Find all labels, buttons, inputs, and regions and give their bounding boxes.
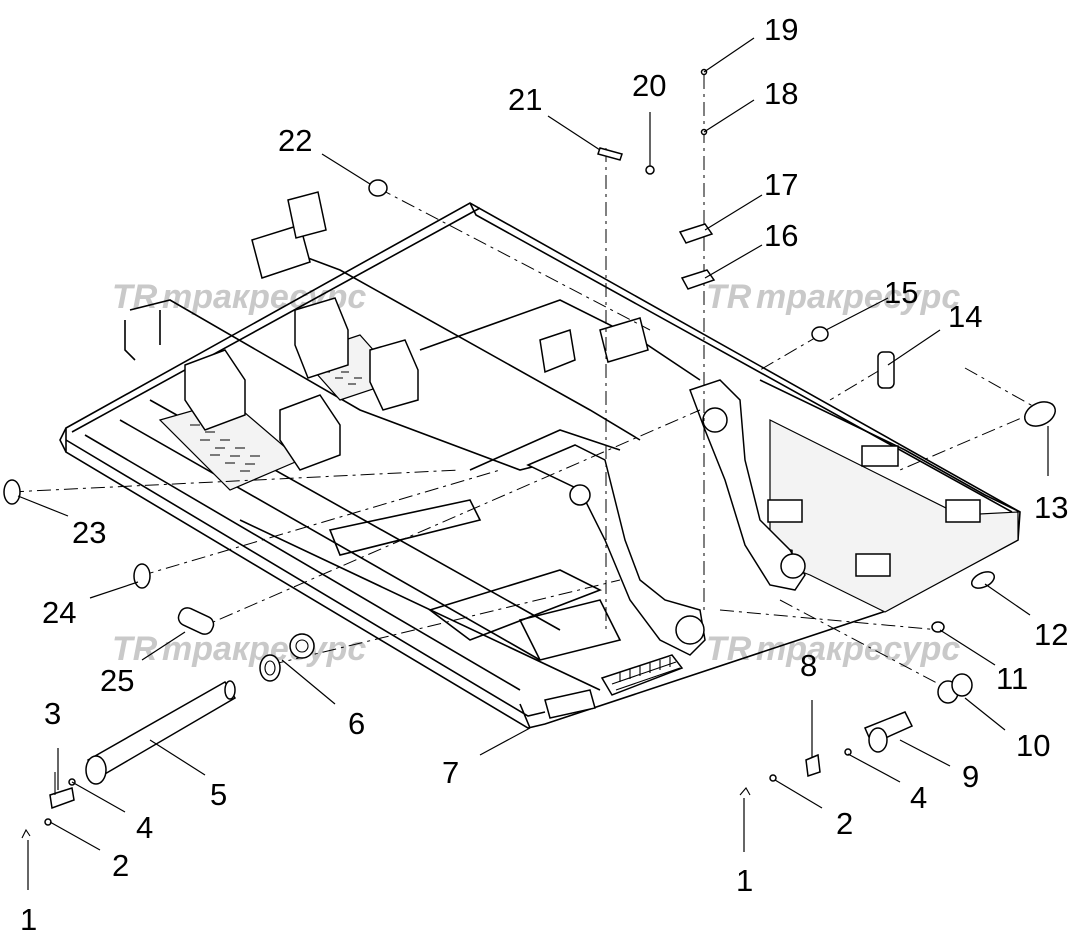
callout-23: 23 <box>72 515 106 550</box>
callout-15: 15 <box>884 275 918 310</box>
callout-5: 5 <box>210 777 227 812</box>
watermark: TR тракресурс <box>706 630 960 668</box>
main-frame <box>59 191 1021 729</box>
svg-text:TR: TR <box>706 630 752 668</box>
callouts: 1 2 3 4 5 6 7 8 9 10 11 12 13 14 15 16 1… <box>20 12 1068 937</box>
callout-1: 1 <box>20 902 37 937</box>
callout-16: 16 <box>764 218 798 253</box>
callout-10: 10 <box>1016 728 1050 763</box>
callout-18: 18 <box>764 76 798 111</box>
callout-21: 21 <box>508 82 542 117</box>
svg-text:TR: TR <box>112 630 158 668</box>
svg-text:TR: TR <box>112 278 158 316</box>
callout-3: 3 <box>44 696 61 731</box>
callout-4: 4 <box>136 810 153 845</box>
callout-7: 7 <box>442 755 459 790</box>
svg-text:тракресурс: тракресурс <box>756 630 960 668</box>
callout-22: 22 <box>278 123 312 158</box>
callout-6: 6 <box>348 706 365 741</box>
watermark: TR тракресурс <box>706 278 960 316</box>
callout-8: 8 <box>800 648 817 683</box>
callout-11: 11 <box>996 661 1028 696</box>
callout-2: 2 <box>836 806 853 841</box>
callout-1: 1 <box>736 863 753 898</box>
svg-text:TR: TR <box>706 278 752 316</box>
right-pin-assembly <box>739 673 973 796</box>
callout-14: 14 <box>948 299 982 334</box>
callout-2: 2 <box>112 848 129 883</box>
callout-25: 25 <box>100 663 134 698</box>
callout-20: 20 <box>632 68 666 103</box>
center-lines <box>9 75 1042 691</box>
callout-24: 24 <box>42 595 76 630</box>
callout-13: 13 <box>1034 490 1068 525</box>
watermark: TR тракресурс <box>112 630 366 668</box>
leader-lines <box>17 37 1049 890</box>
callout-9: 9 <box>962 759 979 794</box>
callout-4: 4 <box>910 780 927 815</box>
loose-parts <box>3 68 1056 635</box>
svg-text:тракресурс: тракресурс <box>756 278 960 316</box>
callout-12: 12 <box>1034 617 1068 652</box>
callout-17: 17 <box>764 167 798 202</box>
callout-19: 19 <box>764 12 798 47</box>
